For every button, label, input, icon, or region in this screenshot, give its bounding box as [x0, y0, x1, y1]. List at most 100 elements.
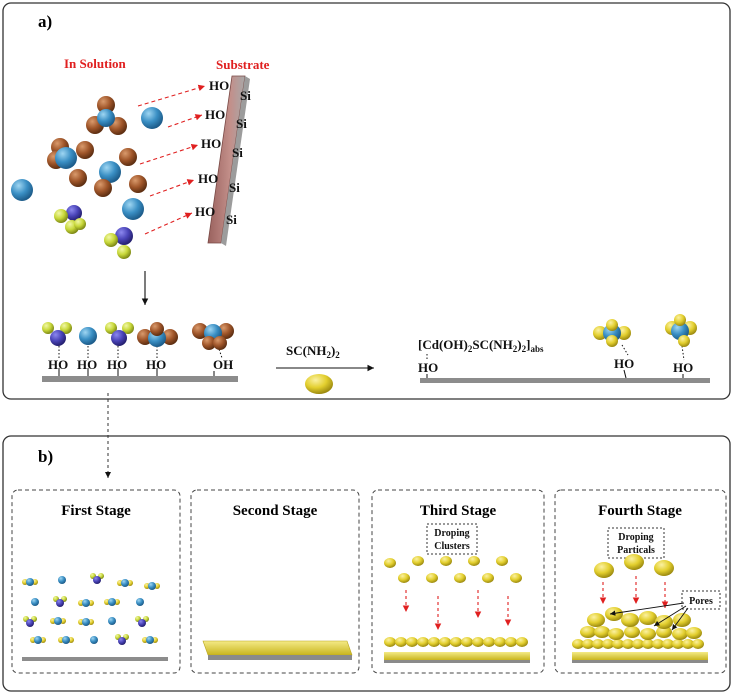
- cluster: [482, 573, 494, 583]
- stacked-particle: [672, 628, 688, 640]
- base-particle: [612, 639, 624, 649]
- deposited-cluster: [450, 637, 462, 647]
- n-atom: [26, 619, 34, 627]
- deposited-cluster: [406, 637, 418, 647]
- base-particle: [632, 639, 644, 649]
- ho-label: HO: [209, 78, 229, 93]
- ho-label: HO: [198, 171, 218, 186]
- deposited-cluster: [417, 637, 429, 647]
- ho-label: HO: [673, 360, 693, 375]
- stage-1-title: First Stage: [61, 503, 131, 519]
- deposited-cluster: [505, 637, 517, 647]
- stage-4-title: Fourth Stage: [598, 503, 682, 519]
- cd-ion: [34, 636, 42, 644]
- substrate-slab: [207, 75, 250, 246]
- svg-text:Droping: Droping: [434, 528, 469, 539]
- stacked-particle: [621, 613, 639, 627]
- stacked-particle: [656, 626, 672, 638]
- left-surface: [42, 376, 238, 382]
- cluster: [426, 573, 438, 583]
- cluster: [398, 573, 410, 583]
- cluster: [510, 573, 522, 583]
- right-surface: [420, 378, 710, 383]
- deposited-cluster: [439, 637, 451, 647]
- stage-2-box: [190, 489, 360, 674]
- cd-ion: [54, 617, 62, 625]
- cd-ion: [26, 578, 34, 586]
- adsorbed-species-left: HO HO HO HO OH: [42, 322, 234, 376]
- panel-a-tag: a): [38, 12, 52, 31]
- cd-ion: [58, 576, 66, 584]
- deposited-cluster: [428, 637, 440, 647]
- base-particle: [662, 639, 674, 649]
- cd-ion: [146, 636, 154, 644]
- stacked-particle: [686, 627, 702, 639]
- base-particle: [642, 639, 654, 649]
- base-particle: [592, 639, 604, 649]
- stacked-particle: [605, 607, 623, 621]
- base-particle: [582, 639, 594, 649]
- ho-label: HO: [205, 107, 225, 122]
- cd-ion: [82, 599, 90, 607]
- stage-4-note: Droping Particals: [607, 527, 665, 559]
- adsorbed-species-right: HO HO HO: [418, 314, 697, 379]
- solution-molecules: [11, 96, 163, 259]
- si-label: Si: [229, 180, 240, 195]
- base-particle: [652, 639, 664, 649]
- stage-4-arrows: [599, 576, 669, 608]
- deposited-cluster: [384, 637, 396, 647]
- base-particle: [572, 639, 584, 649]
- cluster: [384, 558, 396, 568]
- stage-2-film: [202, 640, 353, 660]
- adsorption-arrows: [137, 84, 206, 235]
- stage-3-substrate: [384, 660, 530, 663]
- si-label: Si: [236, 116, 247, 131]
- cd-ion: [90, 636, 98, 644]
- n-atom: [93, 576, 101, 584]
- substrate-label: Substrate: [216, 57, 270, 72]
- ho-label: HO: [146, 357, 166, 372]
- svg-text:Pores: Pores: [689, 596, 713, 607]
- stacked-particle: [673, 613, 691, 627]
- deposited-cluster: [395, 637, 407, 647]
- in-solution-label: In Solution: [64, 56, 127, 71]
- reagent-label: SC(NH2)2: [286, 343, 340, 360]
- base-particle: [682, 639, 694, 649]
- stacked-particle: [655, 615, 673, 629]
- si-label: Si: [240, 88, 251, 103]
- n-atom: [56, 599, 64, 607]
- cd-ion: [108, 598, 116, 606]
- cd-ion: [82, 618, 90, 626]
- stacked-particle: [594, 626, 610, 638]
- si-label: Si: [232, 145, 243, 160]
- deposited-cluster: [472, 637, 484, 647]
- svg-text:Droping: Droping: [618, 532, 653, 543]
- ho-label: HO: [195, 204, 215, 219]
- panel-b-frame: [2, 435, 731, 692]
- cluster: [440, 556, 452, 566]
- cd-ion: [148, 582, 156, 590]
- svg-text:Clusters: Clusters: [434, 541, 470, 552]
- stage-3-base-film: [384, 652, 530, 660]
- ho-label: HO: [77, 357, 97, 372]
- stacked-particle: [624, 626, 640, 638]
- thiourea-molecule: [305, 374, 333, 394]
- stage-3-arrows: [402, 590, 512, 630]
- base-particle: [672, 639, 684, 649]
- ho-label: HO: [107, 357, 127, 372]
- base-particle: [602, 639, 614, 649]
- stacked-particle: [580, 626, 596, 638]
- deposited-cluster: [483, 637, 495, 647]
- deposited-cluster: [461, 637, 473, 647]
- cd-ion: [121, 579, 129, 587]
- panel-b-tag: b): [38, 447, 53, 466]
- cluster: [468, 556, 480, 566]
- stage-3-clusters: [384, 556, 522, 583]
- surface-hydroxyl-groups: HO Si HO Si HO Si HO Si HO Si: [195, 78, 251, 227]
- stage-3-title: Third Stage: [420, 503, 497, 519]
- stage-1-substrate: [22, 657, 168, 661]
- stage-1-molecules: [22, 573, 160, 645]
- ho-label: HO: [48, 357, 68, 372]
- stage-4-box: [554, 489, 727, 674]
- stage-3-box: [371, 489, 545, 674]
